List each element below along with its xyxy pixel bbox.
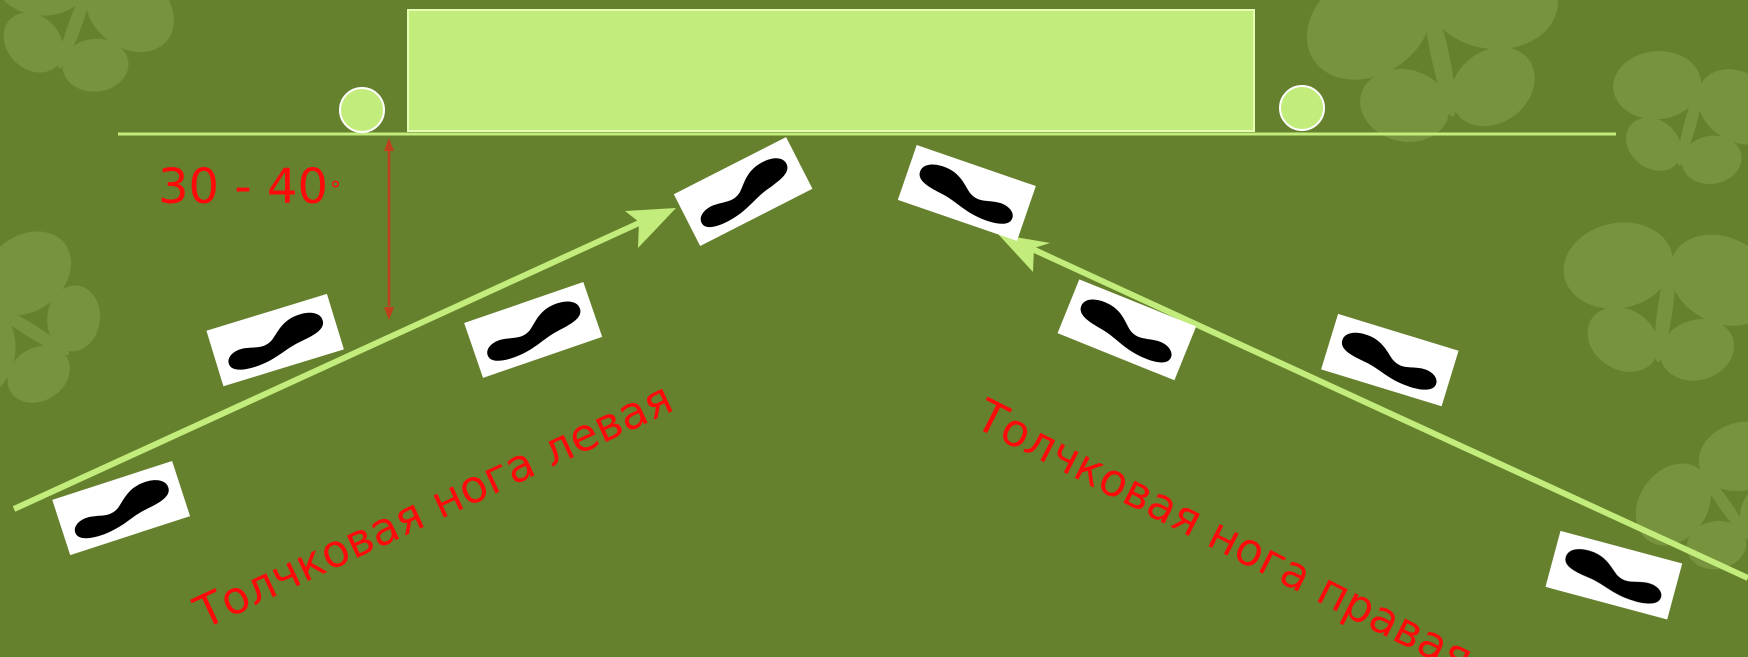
footprint-icon <box>673 137 813 246</box>
butterfly-icon <box>1536 198 1748 404</box>
angle-label: 30 - 40° <box>158 163 341 211</box>
butterfly-icon <box>1276 0 1599 177</box>
footprint-icon <box>206 293 344 387</box>
angle-arrow <box>384 138 394 320</box>
degree-symbol: ° <box>330 178 341 203</box>
footprint-icon <box>897 145 1036 241</box>
left-approach-arrow <box>12 208 676 512</box>
angle-value: 30 - 40 <box>158 159 328 215</box>
right-standard <box>1279 85 1325 131</box>
right-approach-arrow <box>998 234 1748 581</box>
butterfly-icon <box>1582 26 1748 210</box>
butterfly-icon <box>0 196 144 455</box>
left-standard <box>339 87 385 133</box>
butterfly-icon <box>0 0 203 126</box>
landing-mat <box>407 9 1255 132</box>
footprint-icon <box>52 460 191 556</box>
